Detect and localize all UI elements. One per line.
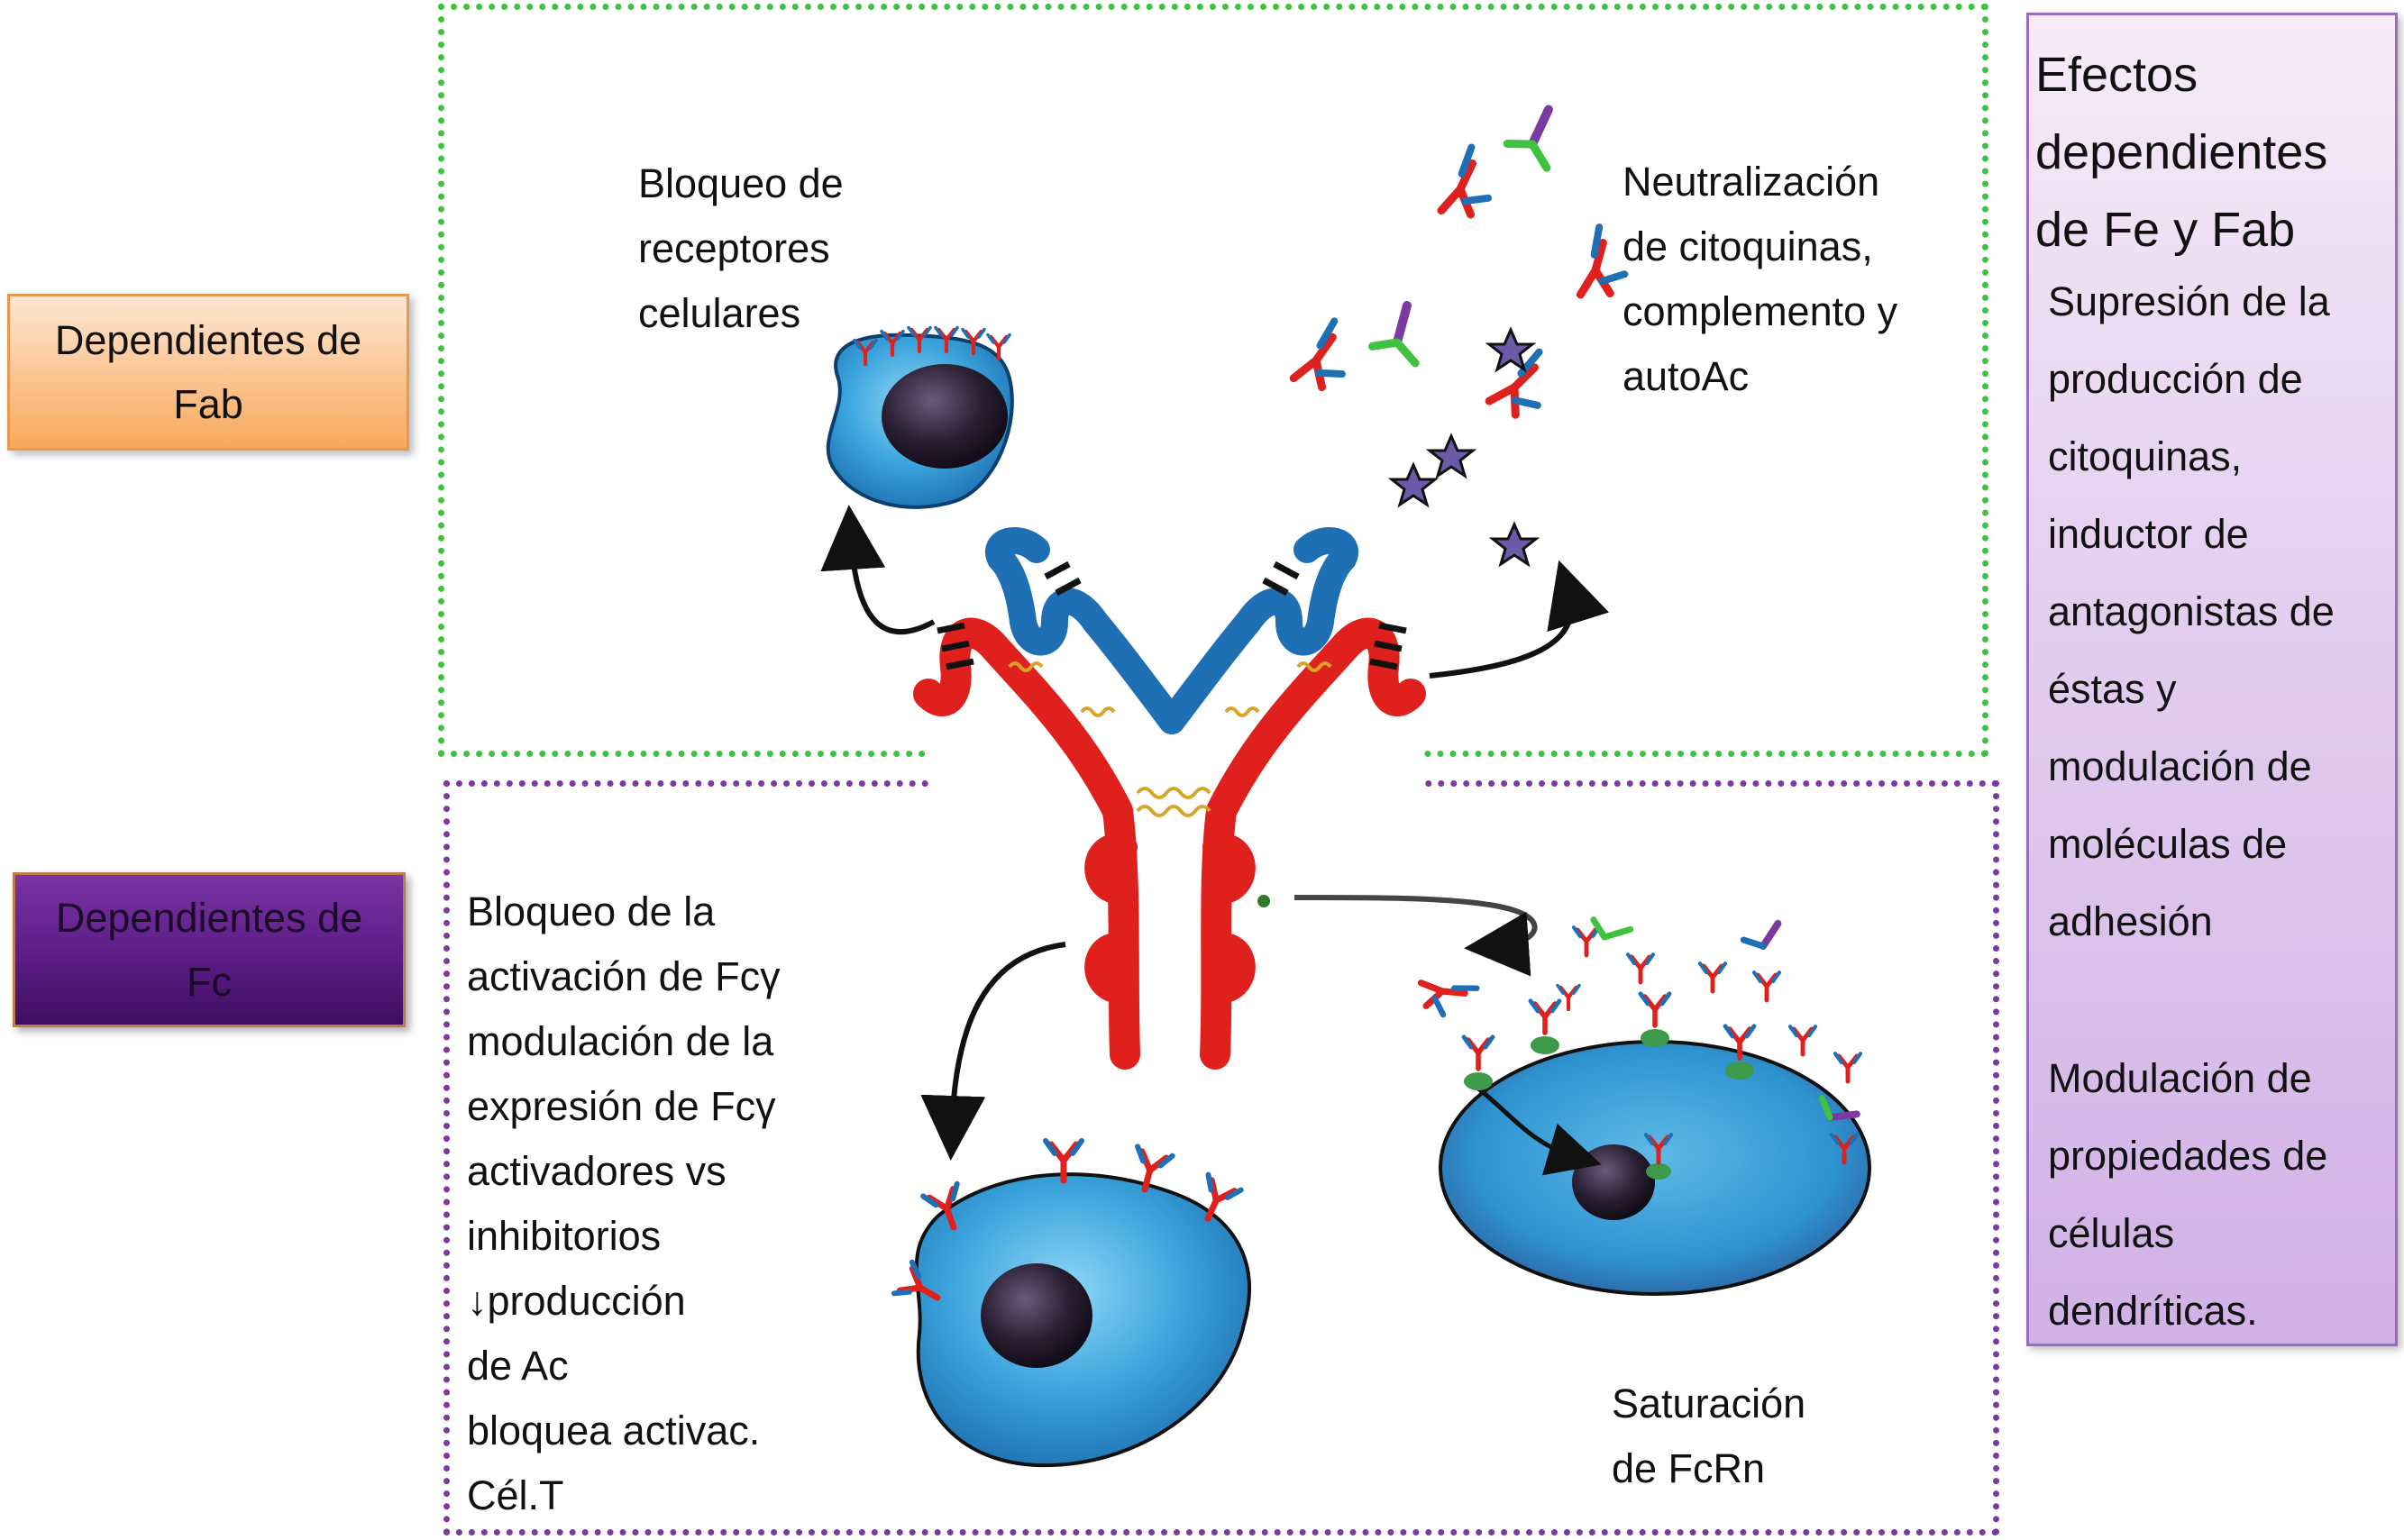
label-line: de Ac [467, 1343, 569, 1389]
neutralized-antibodies [1280, 105, 1636, 566]
fcrn-saturation-label: Saturación de FcRn [1612, 1371, 1805, 1501]
fc-box-line: Dependientes de [55, 895, 363, 941]
receptor-block-label: Bloqueo de receptores celulares [638, 151, 844, 346]
effects-line: Supresión de la [2048, 278, 2330, 324]
effects-paragraph-2: Modulación de propiedades de células den… [2048, 1040, 2390, 1350]
frame-gap [928, 739, 1421, 766]
label-line: bloquea activac. [467, 1408, 761, 1453]
label-line: complemento y [1622, 288, 1898, 334]
fab-box-line: Fab [173, 381, 243, 427]
fc-dependent-box: Dependientes de Fc [13, 872, 406, 1027]
effects-line: éstas y [2048, 666, 2177, 712]
label-line: activadores vs [467, 1148, 727, 1194]
effects-title-line: de Fe y Fab [2035, 203, 2296, 257]
effects-line: propiedades de [2048, 1133, 2328, 1179]
label-line: Bloqueo de la [467, 888, 716, 934]
effects-line: moléculas de [2048, 821, 2288, 867]
fc-box-line: Fc [187, 959, 232, 1005]
label-line: Saturación [1612, 1381, 1806, 1426]
effects-line: citoquinas, [2048, 433, 2243, 479]
effects-line: modulación de [2048, 743, 2312, 789]
effects-panel-title: Efectos dependientes de Fe y Fab [2035, 36, 2387, 269]
receptor-cell [826, 328, 1014, 509]
label-line: autoAc [1622, 353, 1750, 399]
fcrn-cell [1412, 916, 1871, 1296]
frame-gap [928, 771, 1421, 798]
effects-line: Modulación de [2048, 1055, 2312, 1101]
arrow-to-fcg-cell [920, 942, 1066, 1161]
fab-dependent-box: Dependientes de Fab [7, 294, 409, 451]
fcg-block-label: Bloqueo de la activación de Fcγ modulaci… [467, 879, 781, 1528]
effects-line: antagonistas de [2048, 588, 2335, 634]
arrow-to-fcrn-cell [1293, 895, 1538, 977]
label-line: ↓producción [467, 1278, 686, 1324]
label-line: de citoquinas, [1622, 223, 1873, 269]
arrow-to-receptor-cell [820, 505, 936, 635]
label-line: activación de Fcγ [467, 953, 781, 999]
effects-line: inductor de [2048, 511, 2249, 557]
cytokine-star [1428, 434, 1475, 478]
fab-box-line: Dependientes de [54, 317, 362, 363]
label-line: de FcRn [1612, 1445, 1766, 1491]
label-line: celulares [638, 290, 801, 336]
arrow-to-neutralization [1429, 560, 1610, 679]
label-line: expresión de Fcγ [467, 1083, 776, 1129]
cytokine-star [1491, 523, 1538, 566]
central-antibody [913, 527, 1426, 1070]
effects-line: adhesión [2048, 898, 2213, 944]
effects-title-line: Efectos [2035, 48, 2198, 102]
effects-line: dendríticas. [2048, 1288, 2258, 1334]
label-line: Bloqueo de [638, 160, 844, 206]
effects-line: producción de [2048, 356, 2303, 402]
neutralization-label: Neutralización de citoquinas, complement… [1622, 150, 1897, 409]
fcg-receptor-cell [894, 1141, 1251, 1468]
effects-paragraph-1: Supresión de la producción de citoquinas… [2048, 263, 2390, 961]
label-line: Neutralización [1622, 159, 1880, 205]
cytokine-star [1390, 463, 1437, 506]
label-line: receptores [638, 225, 830, 271]
label-line: modulación de la [467, 1018, 774, 1064]
effects-panel [2026, 13, 2398, 1346]
label-line: inhibitorios [467, 1213, 662, 1259]
label-line: Cél.T [467, 1472, 564, 1518]
effects-line: células [2048, 1210, 2175, 1256]
effects-title-line: dependientes [2035, 125, 2328, 179]
